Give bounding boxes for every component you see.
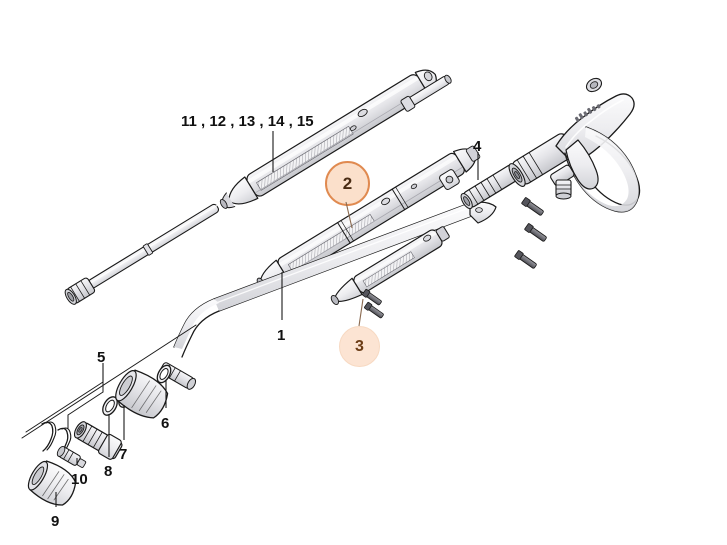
label-9: 9: [51, 513, 60, 530]
label-10: 10: [71, 471, 88, 488]
callout-2: 2: [325, 161, 370, 206]
part-grip-sleeve: [115, 369, 169, 419]
label-5: 5: [97, 349, 106, 366]
part-nozzle-body: [73, 421, 123, 460]
label-11-15: 11 , 12 , 13 , 14 , 15: [181, 113, 314, 130]
part-screws-gun: [514, 197, 547, 269]
part-retaining-clip-bracket: [25, 379, 104, 433]
label-8: 8: [104, 463, 113, 480]
part-o-ring-upper: [156, 364, 172, 384]
label-1: 1: [277, 327, 286, 344]
part-telescopic-lance-upper: [64, 69, 452, 305]
part-spray-nozzle-head: [330, 226, 450, 319]
label-6: 6: [161, 415, 170, 432]
part-spray-gun: [508, 77, 641, 213]
part-lance-section-2: [256, 145, 481, 290]
callout-3-number: 3: [355, 337, 364, 355]
part-end-cap: [27, 460, 77, 506]
callout-2-number: 2: [342, 173, 353, 193]
label-4: 4: [473, 138, 482, 155]
explode-axis-line: [21, 324, 197, 439]
callout-3: 3: [339, 326, 380, 367]
part-small-fitting: [56, 445, 87, 468]
label-7: 7: [119, 446, 128, 463]
part-retaining-clip: [41, 421, 72, 456]
